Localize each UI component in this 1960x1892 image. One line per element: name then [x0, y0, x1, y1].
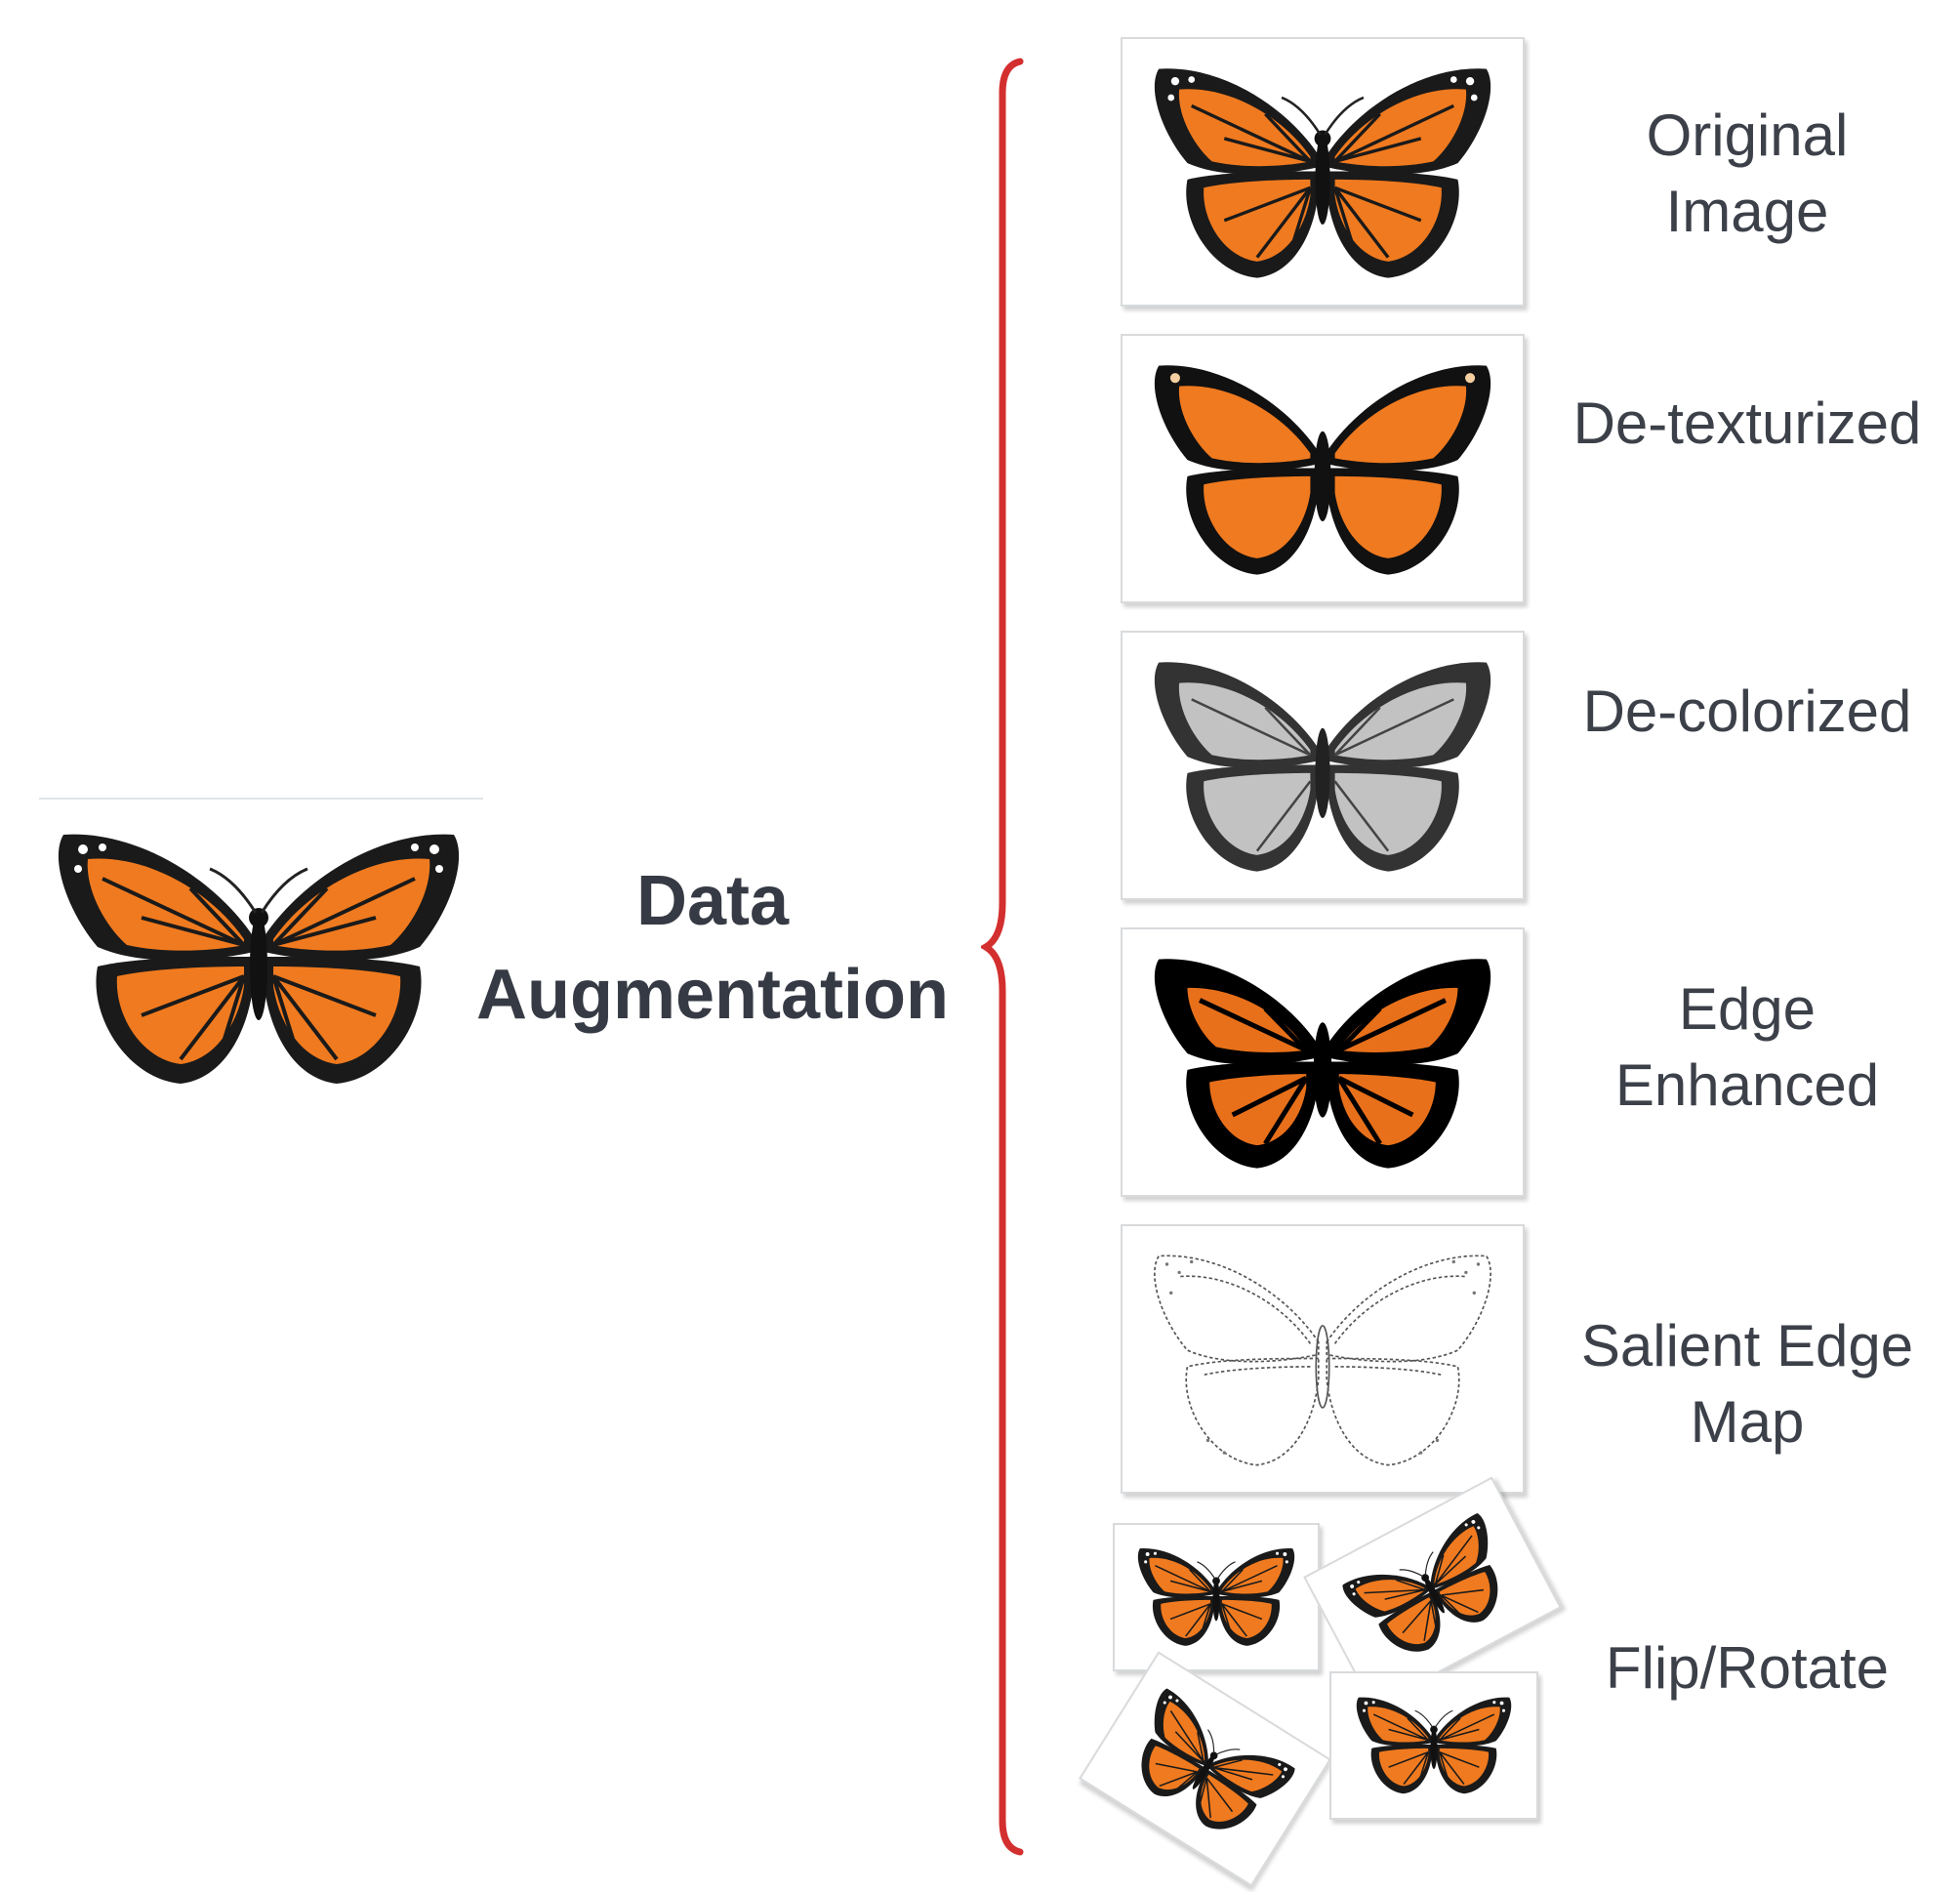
- variant-label-original: Original Image: [1646, 103, 1849, 244]
- variant-card-original: [1121, 37, 1525, 307]
- flip-card-3: [1079, 1651, 1331, 1887]
- center-label-line-2: Augmentation: [476, 956, 949, 1034]
- variant-card-edge-enhanced: [1121, 927, 1525, 1197]
- variant-card-decolorized: [1121, 631, 1525, 900]
- variant-label-decolorized: De-colorized: [1582, 679, 1912, 744]
- center-label-line-1: Data: [635, 862, 790, 940]
- divider-line: [39, 798, 483, 800]
- curly-brace: [981, 58, 1024, 1856]
- butterfly-edge-enhanced-image: [1123, 929, 1523, 1195]
- variant-card-salient-edge: [1121, 1224, 1525, 1494]
- butterfly-decolorized-image: [1153, 661, 1492, 873]
- source-butterfly-image: [56, 832, 462, 1086]
- flip-card-1: [1113, 1523, 1320, 1671]
- variant-label-salient-edge: Salient Edge Map: [1580, 1313, 1914, 1455]
- butterfly-original-image: [1153, 66, 1492, 280]
- butterfly-detexturized-image: [1154, 365, 1491, 575]
- butterfly-salient-edge-image: [1154, 1254, 1491, 1466]
- variant-label-detexturized: De-texturized: [1572, 391, 1922, 456]
- variant-label-edge-enhanced: Edge Enhanced: [1614, 976, 1880, 1118]
- variant-label-flip-rotate: Flip/Rotate: [1605, 1635, 1890, 1701]
- flip-card-4: [1329, 1671, 1538, 1820]
- center-label: Data Augmentation: [449, 854, 976, 1042]
- variant-card-detexturized: [1121, 334, 1525, 603]
